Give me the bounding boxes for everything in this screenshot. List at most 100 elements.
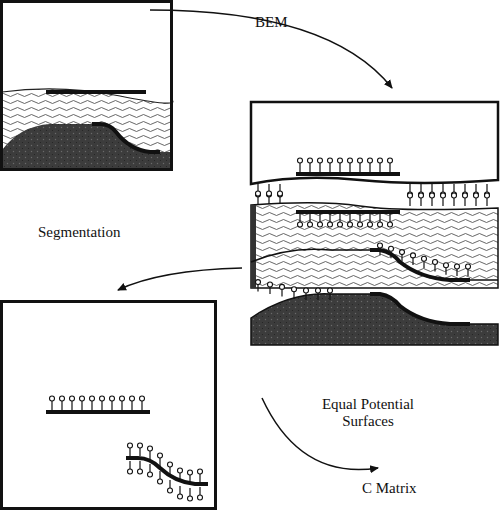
charge-pin [420,198,421,206]
charge-pin [359,163,360,172]
charge-pin [129,461,130,469]
charge-pin [329,293,330,300]
charge-dot [358,158,363,163]
charge-pin [61,401,62,410]
charge-dot [128,443,133,448]
charge-dot [452,193,457,198]
charge-dot [411,253,416,258]
charge-pin [369,214,370,222]
charge-dot [158,453,163,458]
charge-dot [256,192,261,197]
charge-dot [304,288,309,293]
charge-dot [328,158,333,163]
bem-boundaries [251,102,498,345]
charge-pin [442,198,443,206]
charge-dot [358,222,363,227]
charge-dot [455,264,460,269]
charge-pin [268,196,269,204]
charge-dot [80,396,85,401]
step-label: BEM [255,14,288,31]
charge-pin [401,255,402,262]
charge-pin [467,269,468,276]
charge-pin [409,184,410,192]
charge-dot [298,158,303,163]
charge-dot [268,282,273,287]
charge-dot [70,396,75,401]
charge-dot [178,468,183,473]
charge-dot [278,192,283,197]
charge-pin [169,467,170,475]
charge-pin [139,448,140,456]
charge-pin [131,401,132,410]
charge-pin [309,163,310,172]
charge-dot [168,462,173,467]
charge-dot [433,260,438,265]
charge-pin [464,184,465,192]
charge-pin [257,285,258,292]
charge-dot [178,494,183,499]
charge-dot [378,222,383,227]
charge-dot [419,193,424,198]
charge-dot [148,472,153,477]
charge-pin [139,461,140,469]
charge-pin [199,487,200,495]
charge-pin [420,184,421,192]
charge-dot [128,469,133,474]
charge-pin [269,287,270,294]
charge-pin [423,261,424,268]
step-label: Segmentation [38,224,121,241]
charge-dot [198,495,203,500]
charge-pin [51,401,52,410]
charge-dot [452,192,457,197]
step-label: Equal Potential Surfaces [318,396,418,430]
charge-pin [179,486,180,494]
charge-dot [292,287,297,292]
charge-dot [120,396,125,401]
charge-pin [349,163,350,172]
charge-dot [148,446,153,451]
charge-pin [179,473,180,481]
charge-pin [299,214,300,222]
charge-pin [456,269,457,276]
charge-dot [60,396,65,401]
charge-pin [486,198,487,206]
charge-dot [256,191,261,196]
charge-pin [339,163,340,172]
charge-pin [379,214,380,222]
charge-dot [280,284,285,289]
charge-dot [328,222,333,227]
charge-dot [308,158,313,163]
charge-pin [442,184,443,192]
charge-dot [474,192,479,197]
charge-dot [378,243,383,248]
charge-dot [368,158,373,163]
charge-dot [466,264,471,269]
charge-pin [453,198,454,206]
charge-dot [430,192,435,197]
charge-dot [408,192,413,197]
charge-pin [359,214,360,222]
charge-pin [389,214,390,222]
charge-pin [159,458,160,466]
charge-dot [338,222,343,227]
charge-dot [316,288,321,293]
charge-dot [388,158,393,163]
charge-pin [305,293,306,300]
charge-pin [309,214,310,222]
charge-dot [378,158,383,163]
charge-pin [453,184,454,192]
charge-pin [317,293,318,300]
charge-dot [130,396,135,401]
charge-pin [111,401,112,410]
charge-dot [318,222,323,227]
charge-dot [441,192,446,197]
charge-dot [267,191,272,196]
charge-dot [267,192,272,197]
charge-pin [257,196,258,204]
charge-pin [486,184,487,192]
charge-pin [281,289,282,296]
charge-dot [419,192,424,197]
charge-pin [475,198,476,206]
charge-pin [475,184,476,192]
